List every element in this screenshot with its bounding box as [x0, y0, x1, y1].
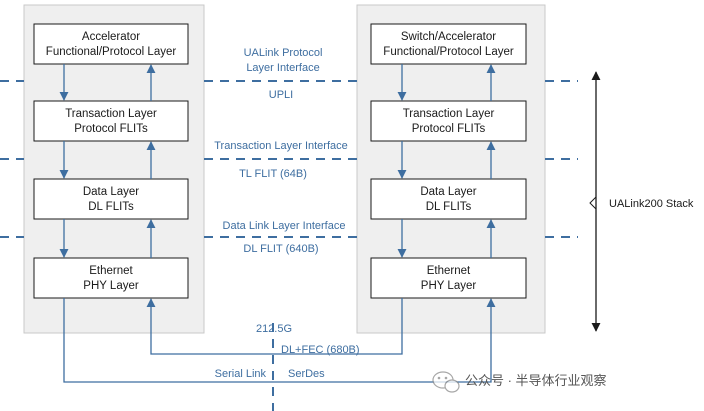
- right-layer-phy-line1: Ethernet: [427, 265, 471, 277]
- dl-flit-label: DL FLIT (640B): [243, 243, 318, 255]
- right-layer-functional-line1: Switch/Accelerator: [401, 31, 496, 43]
- data-link-interface-label: Data Link Layer Interface: [223, 220, 346, 232]
- left-layer-data-line1: Data Layer: [83, 186, 139, 198]
- stack-indicator: UALink200 Stack: [589, 71, 694, 332]
- right-layer-transaction-line2: Protocol FLITs: [412, 123, 486, 135]
- right-layer-data-line2: DL FLITs: [426, 201, 472, 213]
- return-link-path: [146, 298, 403, 355]
- right-layer-phy-box: [370, 257, 527, 299]
- protocol-interface-label-line2: Layer Interface: [246, 62, 319, 74]
- tl-flit-label: TL FLIT (64B): [239, 168, 307, 180]
- phy-links: [63, 298, 496, 383]
- upli-label: UPLI: [269, 89, 293, 101]
- right-layer-data-box: [370, 178, 527, 220]
- right-layer-transaction-box: [370, 100, 527, 142]
- left-layer-phy-box: [33, 257, 189, 299]
- speed-label: 212.5G: [256, 323, 292, 335]
- phy-link-labels: 212.5G DL+FEC (680B) Serial Link SerDes: [215, 323, 360, 380]
- watermark-text: 公众号 · 半导体行业观察: [465, 373, 607, 388]
- wechat-icon: [432, 371, 460, 393]
- left-layer-functional-line1: Accelerator: [82, 31, 140, 43]
- right-layer-phy-line2: PHY Layer: [421, 280, 477, 292]
- left-layer-functional-box: [33, 23, 189, 65]
- right-layer-functional-box: [370, 23, 527, 65]
- stack-label: UALink200 Stack: [609, 198, 694, 210]
- left-layer-data-box: [33, 178, 189, 220]
- left-stack: Accelerator Functional/Protocol Layer Tr…: [33, 23, 189, 299]
- fec-label: DL+FEC (680B): [281, 344, 360, 356]
- left-layer-functional-line2: Functional/Protocol Layer: [46, 46, 177, 58]
- right-layer-data-line1: Data Layer: [420, 186, 476, 198]
- interface-labels: UALink Protocol Layer Interface UPLI Tra…: [214, 47, 348, 255]
- layer-arrows: [59, 64, 496, 258]
- right-layer-functional-line2: Functional/Protocol Layer: [383, 46, 514, 58]
- left-layer-phy-line2: PHY Layer: [83, 280, 139, 292]
- serdes-label: SerDes: [288, 368, 325, 380]
- right-layer-transaction-line1: Transaction Layer: [403, 108, 495, 120]
- serial-link-path: [63, 298, 496, 383]
- transaction-interface-label: Transaction Layer Interface: [214, 140, 348, 152]
- stack-brace-tick: [589, 196, 597, 210]
- interface-dashed-lines: [0, 80, 578, 411]
- left-layer-transaction-box: [33, 100, 189, 142]
- protocol-interface-label-line1: UALink Protocol: [244, 47, 323, 59]
- left-layer-transaction-line1: Transaction Layer: [65, 108, 157, 120]
- left-layer-data-line2: DL FLITs: [88, 201, 134, 213]
- left-layer-transaction-line2: Protocol FLITs: [74, 123, 148, 135]
- right-stack: Switch/Accelerator Functional/Protocol L…: [370, 23, 527, 299]
- watermark: 公众号 · 半导体行业观察: [432, 371, 607, 393]
- left-layer-phy-line1: Ethernet: [89, 265, 133, 277]
- serial-link-label: Serial Link: [215, 368, 267, 380]
